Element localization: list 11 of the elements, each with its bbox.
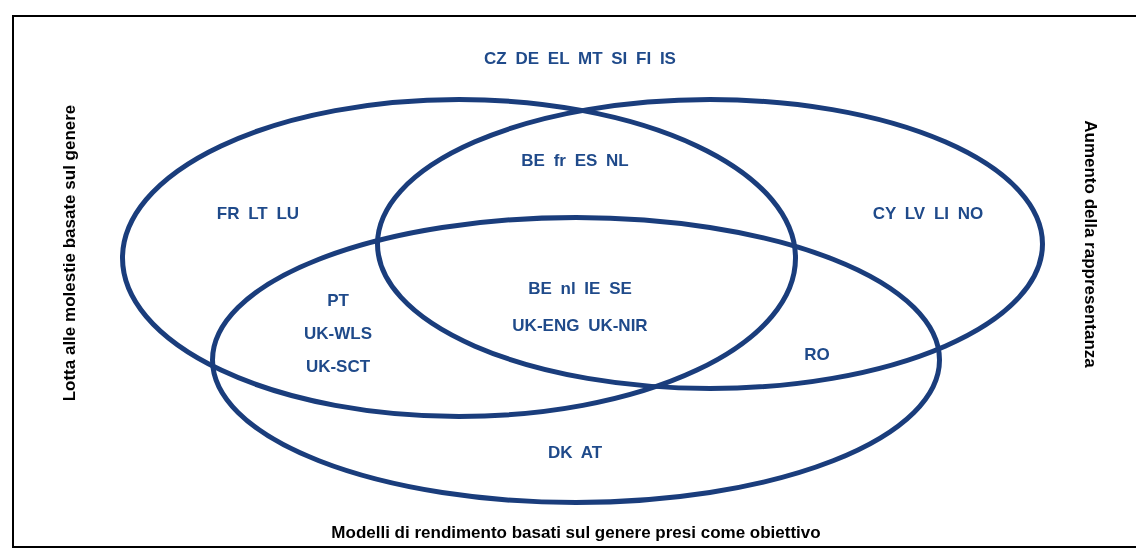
region-label: CZ DE EL MT SI FI IS xyxy=(483,48,677,70)
set-title: Aumento della rappresentanza xyxy=(1080,120,1100,368)
region-label: PT UK-WLS UK-SCT xyxy=(303,290,373,378)
region-label: RO xyxy=(803,344,831,366)
region-label: BE fr ES NL xyxy=(520,150,630,172)
region-label: BE nl IE SE UK-ENG UK-NIR xyxy=(511,278,649,337)
set-title: Modelli di rendimento basati sul genere presi come obiettivo xyxy=(331,523,821,543)
region-label: CY LV LI NO xyxy=(871,203,985,225)
set-title: Lotta alle molestie basate sul genere xyxy=(60,104,80,402)
region-label: DK AT xyxy=(546,442,604,464)
region-label: FR LT LU xyxy=(215,203,301,225)
